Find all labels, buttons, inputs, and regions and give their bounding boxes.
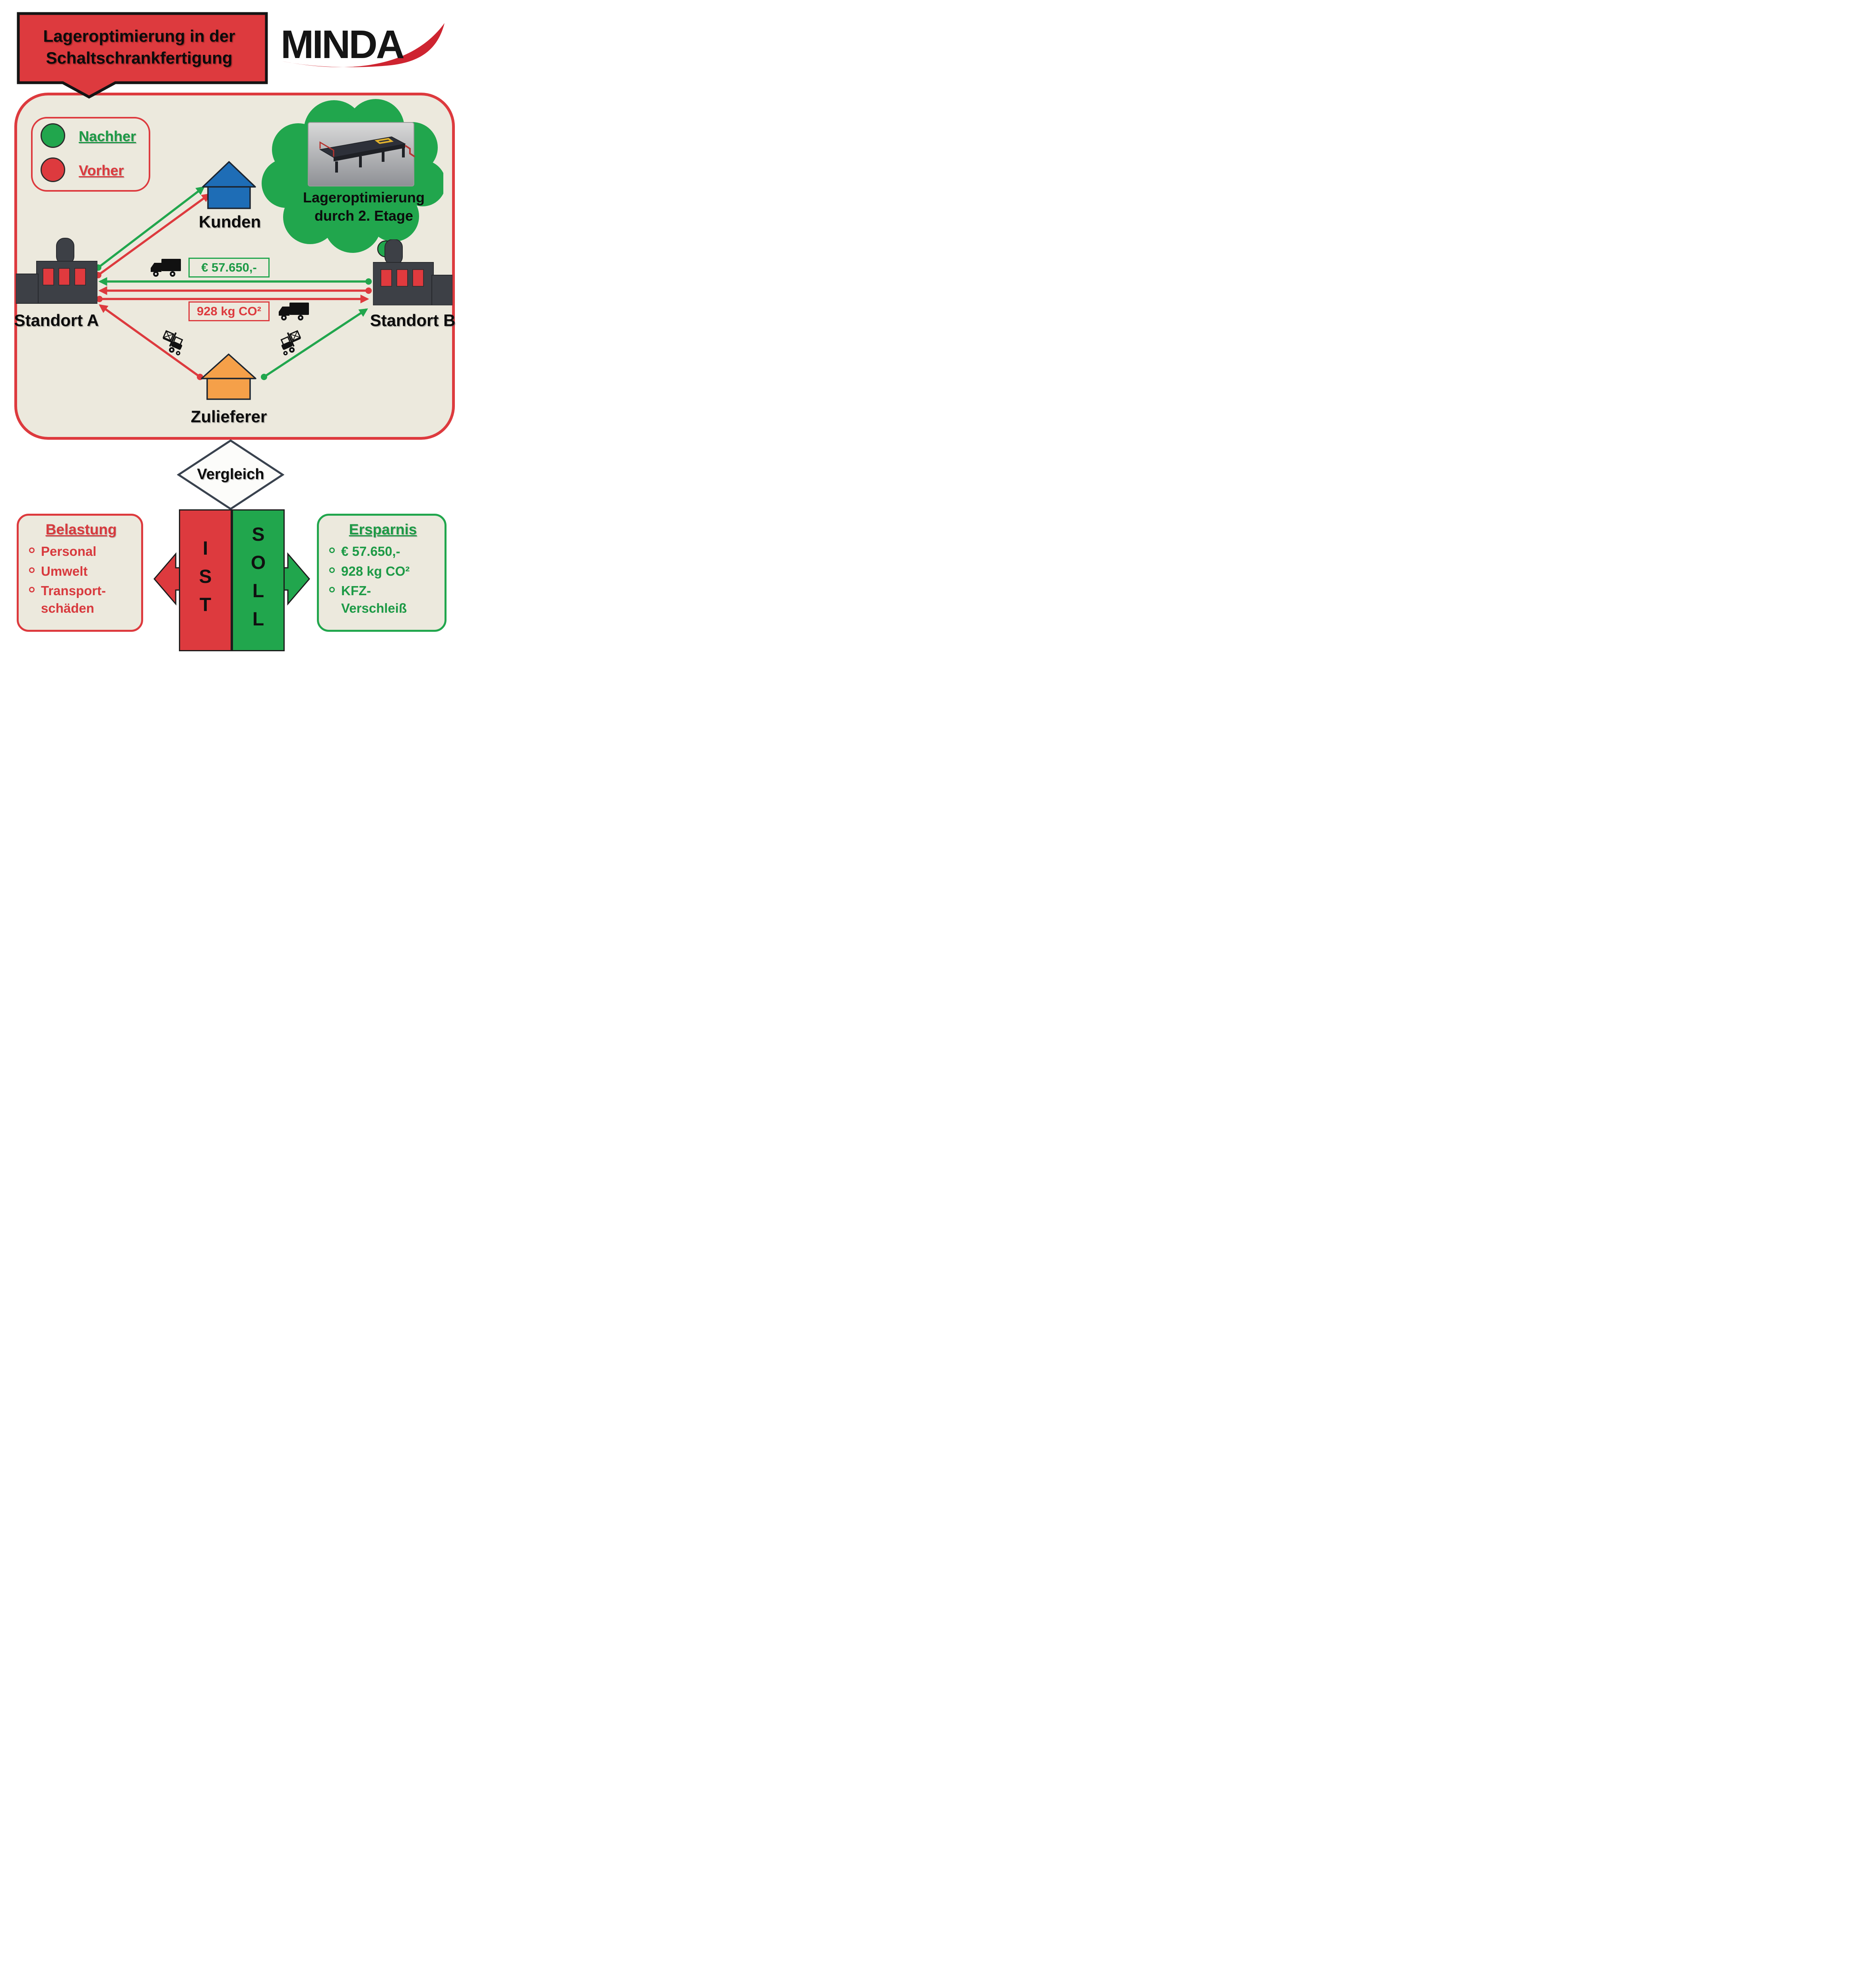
cloud-caption: Lageroptimierung durch 2. Etage — [292, 188, 435, 225]
bullet-circle-icon — [29, 587, 35, 593]
truck-icon-co2 — [279, 303, 309, 320]
supplier-house-icon — [201, 353, 256, 400]
bullet-circle-icon — [29, 567, 35, 573]
legend-label-nachher: Nachher — [79, 128, 136, 144]
bullet-circle-icon — [329, 587, 335, 593]
ersparnis-title: Ersparnis — [349, 521, 417, 538]
ersparnis-box: Ersparnis € 57.650,- 928 kg CO² KFZ- Ver… — [317, 514, 447, 632]
belastung-title: Belastung — [45, 521, 117, 538]
soll-block: SOLL — [232, 509, 285, 651]
truck-icon-savings — [151, 259, 181, 277]
arrow-nachher-a-to-kunden — [97, 186, 205, 269]
page-title-line1: Lageroptimierung in der — [43, 27, 235, 45]
thought-cloud-icon — [262, 99, 443, 268]
bullet-circle-icon — [329, 567, 335, 573]
title-banner-shape — [17, 12, 268, 99]
label-standort-a: Standort A — [14, 311, 99, 330]
factory-b-icon — [373, 239, 452, 305]
factory-b-windows — [381, 269, 424, 287]
cloud-caption-line1: Lageroptimierung — [303, 189, 425, 206]
arrow-vorher-a-to-kunden — [97, 193, 211, 276]
legend-green-circle-icon — [41, 123, 65, 148]
belastung-item: Umwelt — [29, 563, 133, 580]
label-standort-b: Standort B — [370, 311, 456, 330]
minda-logo: MINDA — [281, 22, 445, 67]
legend-label-vorher: Vorher — [79, 162, 124, 179]
customer-house-icon — [202, 161, 256, 209]
savings-value-box: € 57.650,- — [188, 258, 270, 278]
ersparnis-item: € 57.650,- — [329, 543, 437, 560]
belastung-box: Belastung Personal Umwelt Transport- sch… — [17, 514, 143, 632]
factory-a-windows — [43, 268, 86, 285]
ist-label: IST — [195, 538, 216, 623]
ersparnis-item: 928 kg CO² — [329, 563, 437, 580]
page-title: Lageroptimierung in der Schaltschrankfer… — [22, 25, 256, 69]
forklift-icon-vorher — [162, 330, 183, 355]
bullet-circle-icon — [29, 547, 35, 553]
vergleich-diamond — [177, 439, 284, 510]
logo-text: MINDA — [281, 22, 404, 67]
label-vergleich: Vergleich — [197, 466, 264, 483]
soll-label: SOLL — [248, 524, 269, 637]
legend-box — [31, 117, 150, 192]
cloud-caption-line2: durch 2. Etage — [314, 208, 414, 224]
ist-block: IST — [179, 509, 232, 651]
bullet-circle-icon — [329, 547, 335, 553]
logo-swoosh — [282, 23, 445, 67]
co2-value-box: 928 kg CO² — [188, 301, 270, 321]
forklift-icon-nachher — [280, 330, 301, 355]
mezzanine-image — [308, 122, 415, 186]
belastung-item: Transport- schäden — [29, 582, 133, 617]
ist-arrow — [153, 552, 181, 606]
arrow-nachher-zulieferer-to-b — [263, 308, 368, 378]
belastung-item: Personal — [29, 543, 133, 560]
legend-red-circle-icon — [41, 157, 65, 182]
ersparnis-item: KFZ- Verschleiß — [329, 582, 437, 617]
infographic-page: Lageroptimierung durch 2. Etage — [0, 0, 465, 658]
factory-a-icon — [16, 238, 97, 304]
label-kunden: Kunden — [198, 212, 261, 231]
arrow-vorher-zulieferer-to-a — [99, 304, 201, 378]
label-zulieferer: Zulieferer — [190, 407, 267, 426]
page-title-line2: Schaltschrankfertigung — [46, 48, 233, 67]
soll-arrow — [283, 552, 310, 606]
